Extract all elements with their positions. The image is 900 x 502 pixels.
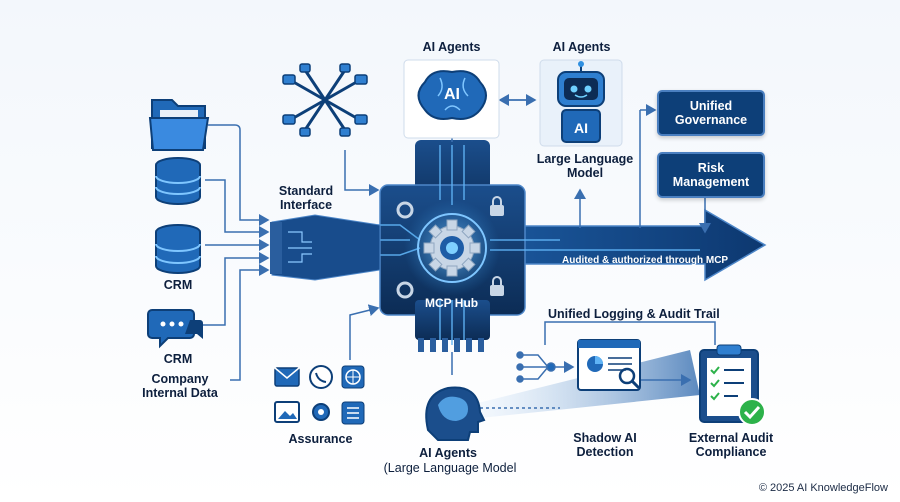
standard-interface-label: Standard Interface [278, 184, 334, 213]
robot-card [539, 59, 623, 147]
image-icon [274, 401, 300, 423]
database-icon [155, 224, 201, 274]
robot-icon [557, 61, 605, 143]
company-data-label: Company Internal Data [142, 372, 218, 401]
brain-icon [417, 70, 487, 120]
brain-card [403, 59, 500, 139]
assurance-label: Assurance [288, 432, 353, 446]
crm-label-1: CRM [163, 278, 193, 292]
unified-governance-box: Unified Governance [657, 90, 765, 136]
ai-agents-label-1: AI Agents [422, 40, 481, 54]
ai-agents-bottom-sub: (Large Language Model [383, 461, 517, 475]
dashboard-search-icon [577, 339, 641, 391]
ai-brain-text: AI [444, 86, 460, 103]
external-audit-label: External Audit Compliance [688, 431, 774, 460]
chat-icon [147, 309, 203, 349]
gear-icon [396, 201, 414, 219]
gear-icon [312, 403, 330, 421]
head-brain-icon [425, 386, 486, 441]
ai-agents-label-2: AI Agents [552, 40, 611, 54]
mcp-hub-label: MCP Hub [425, 296, 479, 310]
shadow-ai-label: Shadow AI Detection [573, 431, 637, 460]
globe-icon [341, 365, 365, 389]
plug-network-icon [282, 63, 368, 137]
lock-icon [490, 276, 504, 296]
footer-copyright: © 2025 AI KnowledgeFlow [758, 482, 888, 494]
database-icon [155, 157, 201, 205]
mcp-hub-shape [320, 140, 700, 352]
ai-robot-text: AI [574, 120, 588, 136]
llm-label: Large Language Model [536, 152, 634, 181]
folder-icon [148, 99, 210, 151]
mail-icon [274, 367, 300, 387]
list-icon [341, 401, 365, 425]
gear-icon [396, 281, 414, 299]
whatsapp-icon [309, 365, 333, 389]
risk-management-box: Risk Management [657, 152, 765, 198]
standard-interface-connector [270, 214, 381, 281]
lock-icon [490, 196, 504, 216]
clipboard-checklist-icon [699, 344, 766, 426]
audit-arrow-label: Audited & authorized through MCP [562, 255, 729, 266]
flowchart-icon [516, 351, 575, 383]
crm-label-2: CRM [163, 352, 193, 366]
ai-agents-bottom-label: AI Agents [419, 446, 477, 460]
unified-logging-label: Unified Logging & Audit Trail [548, 307, 720, 321]
